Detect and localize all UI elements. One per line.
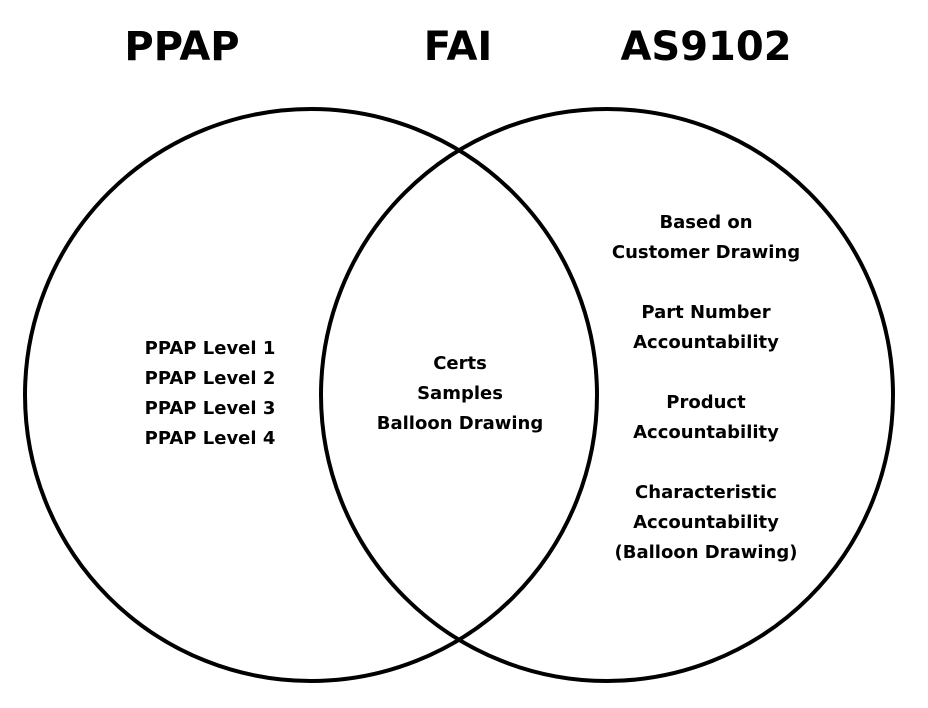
region-item-group: Based on Customer Drawing (590, 208, 822, 268)
region-item-line: Accountability (633, 332, 779, 353)
fai-heading: FAI (423, 24, 493, 70)
region-item-line: Characteristic (635, 482, 777, 503)
region-item-line: Product (666, 392, 746, 413)
region-item: PPAP Level 1 (144, 338, 276, 359)
as9102-heading: AS9102 (620, 24, 792, 70)
region-item: Samples (417, 383, 503, 404)
ppap-circle (23, 107, 599, 683)
region-item: PPAP Level 4 (144, 428, 276, 449)
as9102-only-region: Based on Customer Drawing Part Number Ac… (590, 208, 822, 568)
region-item-line: Based on (659, 212, 753, 233)
region-item-line: Accountability (633, 512, 779, 533)
region-item: Certs (433, 353, 487, 374)
region-item-line: (Balloon Drawing) (614, 542, 798, 563)
ppap-only-region: PPAP Level 1 PPAP Level 2 PPAP Level 3 P… (95, 334, 325, 454)
region-item-line: Customer Drawing (611, 242, 801, 263)
region-item-group: Part Number Accountability (590, 298, 822, 358)
overlap-region: Certs Samples Balloon Drawing (362, 349, 558, 439)
ppap-heading: PPAP (124, 24, 240, 70)
region-item: Balloon Drawing (376, 413, 544, 434)
region-item-group: Product Accountability (590, 388, 822, 448)
region-item-line: Part Number (641, 302, 771, 323)
region-item-line: Accountability (633, 422, 779, 443)
as9102-circle (319, 107, 895, 683)
region-item: PPAP Level 2 (144, 368, 276, 389)
region-item-group: Characteristic Accountability (Balloon D… (590, 478, 822, 568)
region-item: PPAP Level 3 (144, 398, 276, 419)
